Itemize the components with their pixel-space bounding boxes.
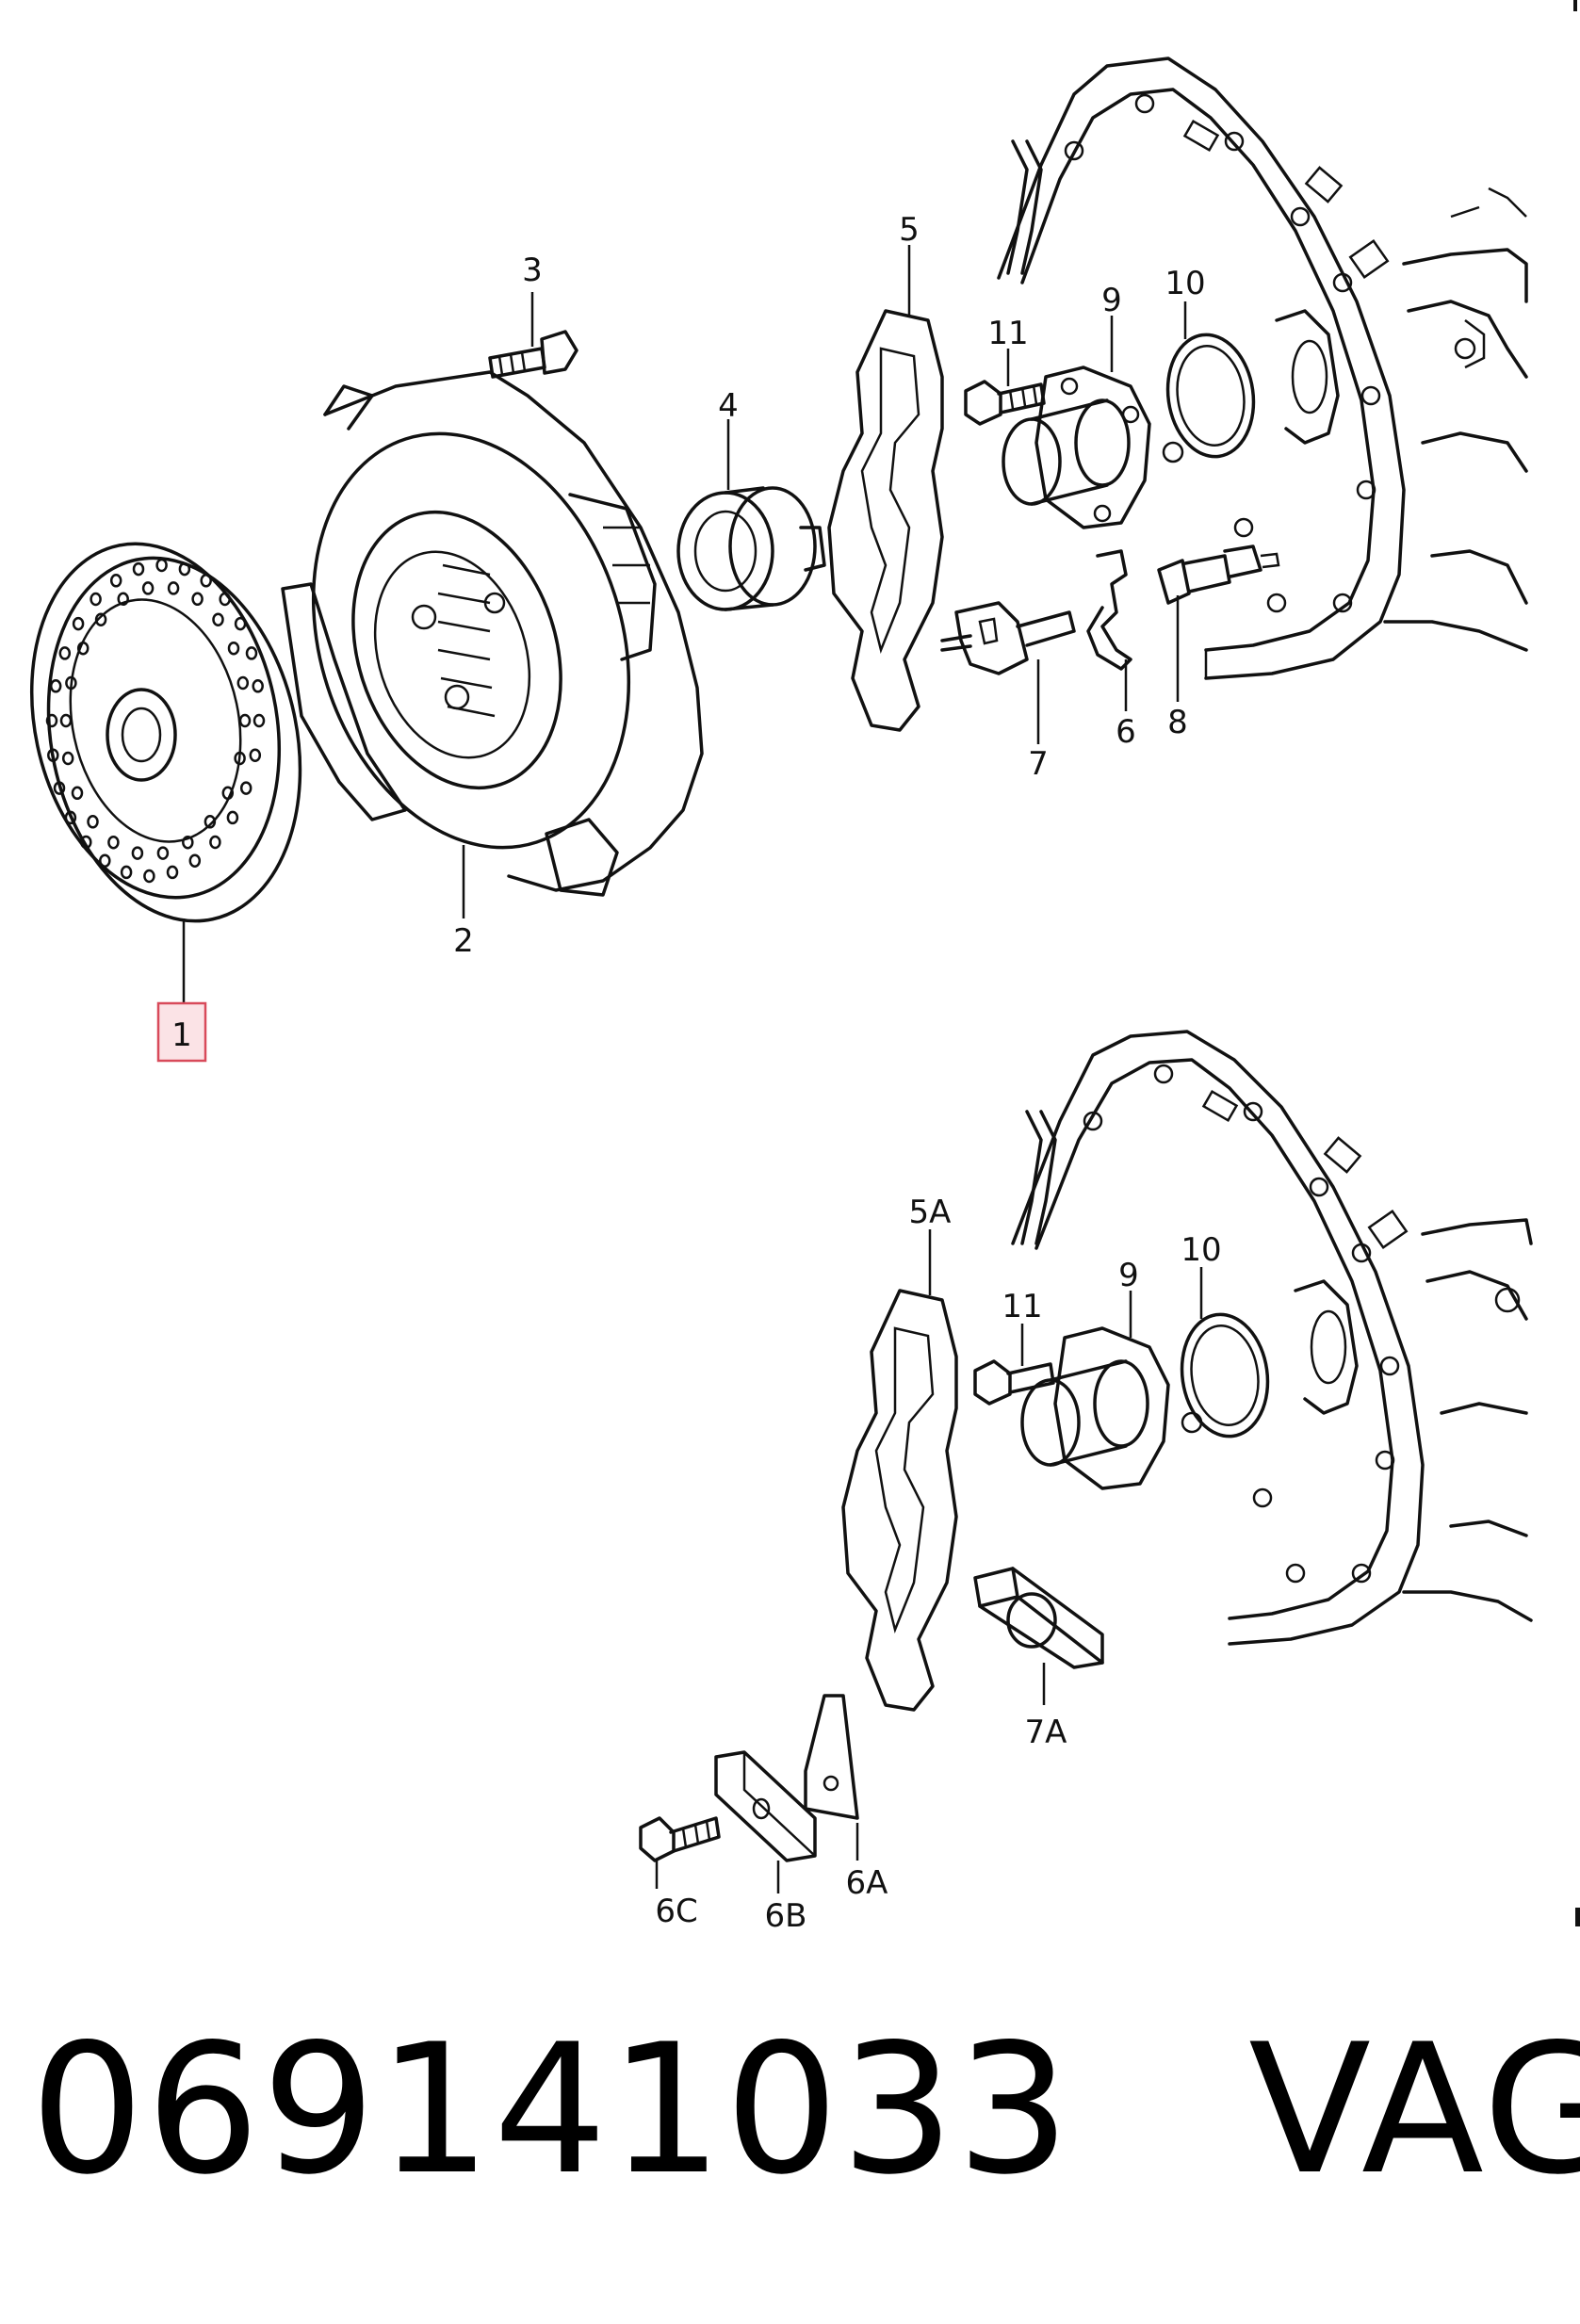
disc-perforation <box>219 592 231 607</box>
disc-perforation <box>252 713 266 728</box>
disc-perforation <box>249 748 262 762</box>
guide-sleeve-bottom[interactable] <box>1020 1326 1170 1490</box>
label-6c: 6C <box>655 1893 697 1930</box>
transmission-housing-bottom <box>1011 1030 1533 1646</box>
footer-spacer <box>1072 2006 1248 2214</box>
label-6: 6 <box>1116 713 1136 751</box>
label-7: 7 <box>1028 745 1049 783</box>
disc-perforation <box>226 810 239 825</box>
disc-perforation <box>238 713 252 728</box>
disc-perforation <box>156 846 170 860</box>
edge-mark-right <box>1575 1908 1580 1926</box>
disc-perforation <box>80 835 92 850</box>
disc-perforation <box>178 561 191 577</box>
disc-perforation <box>245 646 258 660</box>
disc-perforation <box>188 853 202 868</box>
pressure-plate[interactable] <box>262 370 704 897</box>
disc-perforation <box>49 679 62 693</box>
switch-bolt[interactable] <box>1157 544 1280 605</box>
disc-perforation <box>167 581 180 595</box>
seal-ring-bottom[interactable] <box>1174 1308 1275 1441</box>
label-1: 1 <box>171 1016 192 1054</box>
disc-perforation <box>227 641 240 656</box>
plate-6b[interactable] <box>714 1750 817 1862</box>
pressure-plate-bolt[interactable] <box>488 330 578 379</box>
connector-clip[interactable] <box>940 601 1076 675</box>
disc-perforation <box>131 846 144 860</box>
disc-perforation <box>120 865 133 880</box>
disc-perforation <box>200 574 212 588</box>
label-3: 3 <box>522 252 543 289</box>
disc-perforation <box>191 592 204 607</box>
disc-perforation <box>209 835 221 850</box>
label-11: 11 <box>987 315 1028 352</box>
disc-perforation <box>204 815 217 829</box>
seal-ring[interactable] <box>1160 329 1261 462</box>
disc-perforation <box>239 781 252 795</box>
disc-perforation <box>166 865 179 880</box>
label-6b: 6B <box>765 1897 807 1935</box>
disc-perforation <box>61 751 74 766</box>
label-9: 9 <box>1101 282 1122 319</box>
edge-mark-top <box>1573 0 1577 11</box>
disc-perforation <box>109 574 122 588</box>
label-7a: 7A <box>1025 1714 1067 1751</box>
part-number: 069141033 <box>30 2006 1072 2214</box>
disc-perforation <box>236 675 250 691</box>
disc-perforation <box>71 786 84 801</box>
disc-perforation <box>76 641 90 656</box>
label-5a: 5A <box>909 1194 952 1231</box>
disc-perforation <box>58 646 72 660</box>
disc-perforation <box>47 748 59 762</box>
disc-perforation <box>64 810 77 825</box>
guide-plate-5a[interactable] <box>841 1289 958 1712</box>
guide-plate[interactable] <box>827 309 944 732</box>
disc-perforation <box>155 558 168 573</box>
disc-perforation <box>99 853 111 868</box>
disc-perforation <box>87 815 99 829</box>
sleeve-bolt-bottom[interactable] <box>973 1359 1055 1406</box>
disc-perforation <box>53 781 66 795</box>
disc-perforation <box>234 616 247 631</box>
highlighted-label-1[interactable]: 1 <box>156 1001 207 1063</box>
disc-perforation <box>117 592 129 607</box>
part-number-footer: 069141033 VAG <box>30 2021 1580 2200</box>
disc-perforation <box>45 713 58 728</box>
label-5: 5 <box>899 211 920 249</box>
disc-perforation <box>107 835 120 850</box>
label-2: 2 <box>453 922 474 960</box>
label-4: 4 <box>718 387 739 425</box>
label-8: 8 <box>1167 704 1188 741</box>
disc-perforation <box>141 581 155 595</box>
transmission-housing-top <box>997 57 1528 680</box>
disc-perforation <box>90 592 102 607</box>
label-10-bottom: 10 <box>1181 1231 1221 1269</box>
guide-sleeve[interactable] <box>1002 366 1151 529</box>
bracket-6a[interactable] <box>804 1694 859 1820</box>
brand-name: VAG <box>1248 2006 1580 2214</box>
label-9-bottom: 9 <box>1118 1257 1139 1294</box>
label-10: 10 <box>1165 265 1205 302</box>
disc-perforation <box>212 612 224 626</box>
disc-perforation <box>182 835 194 850</box>
disc-perforation <box>252 679 264 693</box>
label-6a: 6A <box>846 1864 888 1902</box>
spring-clip[interactable] <box>1086 549 1132 671</box>
disc-perforation <box>72 616 85 631</box>
stop-block-7a[interactable] <box>973 1567 1104 1669</box>
disc-perforation <box>132 561 145 577</box>
disc-perforation <box>143 869 155 884</box>
disc-perforation <box>234 751 246 766</box>
clutch-disc[interactable] <box>0 521 332 945</box>
release-bearing[interactable] <box>676 486 826 611</box>
bolt-6c[interactable] <box>639 1816 721 1862</box>
disc-perforation <box>221 786 235 801</box>
sleeve-bolt[interactable] <box>964 380 1046 426</box>
disc-perforation <box>65 675 77 691</box>
disc-perforation <box>94 612 107 626</box>
disc-perforation <box>59 713 73 728</box>
label-11-bottom: 11 <box>1002 1288 1042 1325</box>
leader-lines <box>182 245 1203 1893</box>
